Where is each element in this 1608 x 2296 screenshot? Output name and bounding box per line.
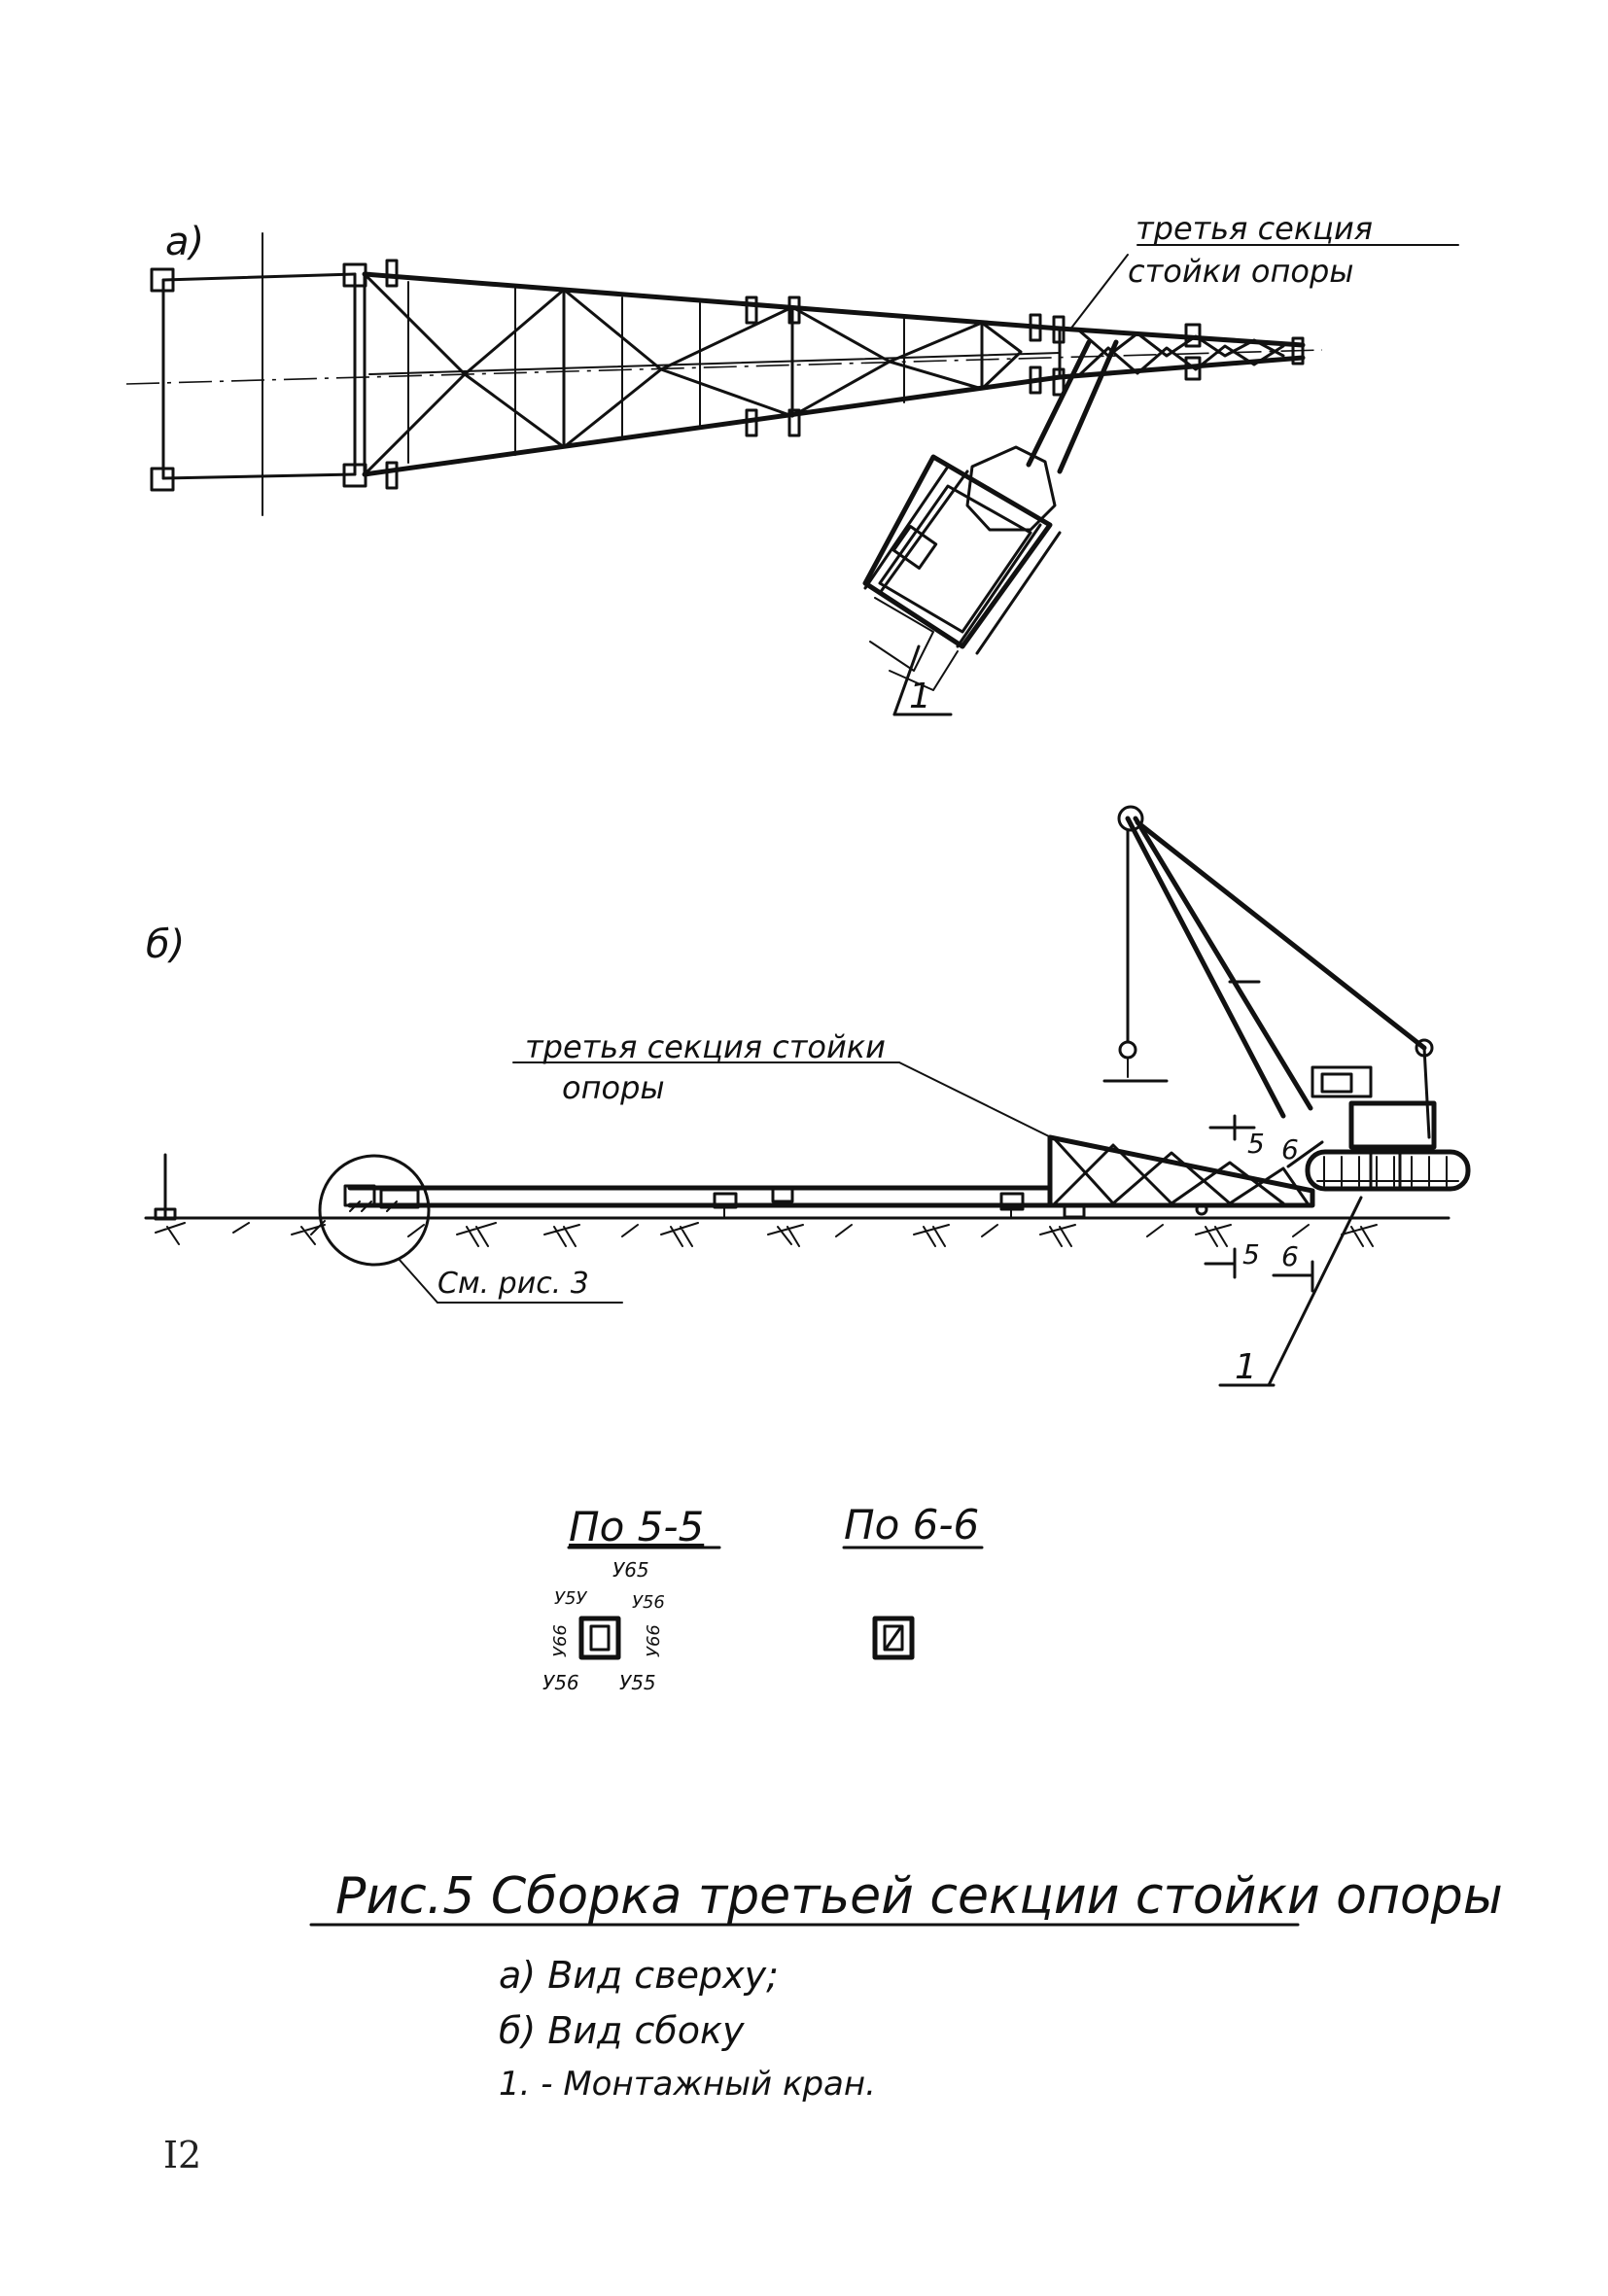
tower-side [347,1185,1053,1218]
crane-plan: 1 [862,339,1119,716]
item-ref-b: 1 [1235,1347,1257,1387]
third-section-side [1047,1134,1315,1219]
view-b: б) См. рис. 3 [144,805,1471,1387]
crane-cab [1311,1065,1373,1098]
splice-plates [745,296,1202,437]
tower-plan-lattice [362,271,1306,477]
callout-b-line2: опоры [562,1069,665,1106]
left-post-support [154,1207,177,1221]
s55-label-top-left: У5У [554,1588,587,1609]
ground-hatching [155,1220,1378,1247]
caption: Рис.5 Сборка третьей секции стойки опоры… [309,1867,1503,2104]
callout-a: третья секция стойки опоры [1068,210,1459,331]
detail-circle: См. рис. 3 [318,1154,623,1304]
s55-label-right: У66 [644,1624,664,1657]
item-ref-b-leader: 1 [1218,1196,1363,1387]
item-ref-a: 1 [909,677,931,716]
caption-title: Рис.5 Сборка третьей секции стойки опоры [335,1867,1503,1926]
s55-label-bottom-right: У55 [619,1671,656,1694]
detail-ref: См. рис. 3 [437,1267,589,1301]
section-mark-6-bottom: 6 [1281,1240,1299,1272]
caption-line-a: а) Вид сверху; [499,1954,779,1997]
section-marks: 5 6 5 6 [1204,1114,1324,1293]
callout-a-line1: третья секция [1136,210,1373,247]
section-6-6-title: По 6-6 [844,1501,979,1548]
base-frame [150,259,399,492]
s55-label-top-right: У56 [632,1592,665,1613]
view-b-label: б) [146,922,185,967]
crawler-crane [1102,805,1471,1192]
callout-a-line2: стойки опоры [1128,253,1354,290]
crane-body [1348,1100,1437,1150]
crane-tracks [1305,1149,1471,1192]
s55-label-bottom-left: У56 [542,1671,579,1694]
s55-label-left: У66 [550,1624,571,1657]
caption-line-b: б) Вид сбоку [499,2009,745,2052]
section-5-5: По 5-5 У65 У5У У56 У66 У66 У56 У55 [542,1503,721,1694]
callout-b-line1: третья секция стойки [525,1028,886,1065]
section-mark-5-top: 5 [1247,1128,1265,1160]
section-mark-5-bottom: 5 [1242,1238,1260,1270]
section-6-6: По 6-6 [842,1501,984,1660]
section-mark-6-top: 6 [1281,1133,1299,1165]
page-number: I2 [163,2134,201,2176]
view-a-label: а) [165,220,204,264]
callout-b: третья секция стойки опоры [512,1028,1056,1140]
s55-label-top: У65 [612,1558,649,1582]
caption-line-1: 1. - Монтажный кран. [499,2065,876,2104]
view-a: а) [125,210,1459,716]
center-axis [125,349,1323,385]
section-5-5-title: По 5-5 [569,1503,704,1550]
